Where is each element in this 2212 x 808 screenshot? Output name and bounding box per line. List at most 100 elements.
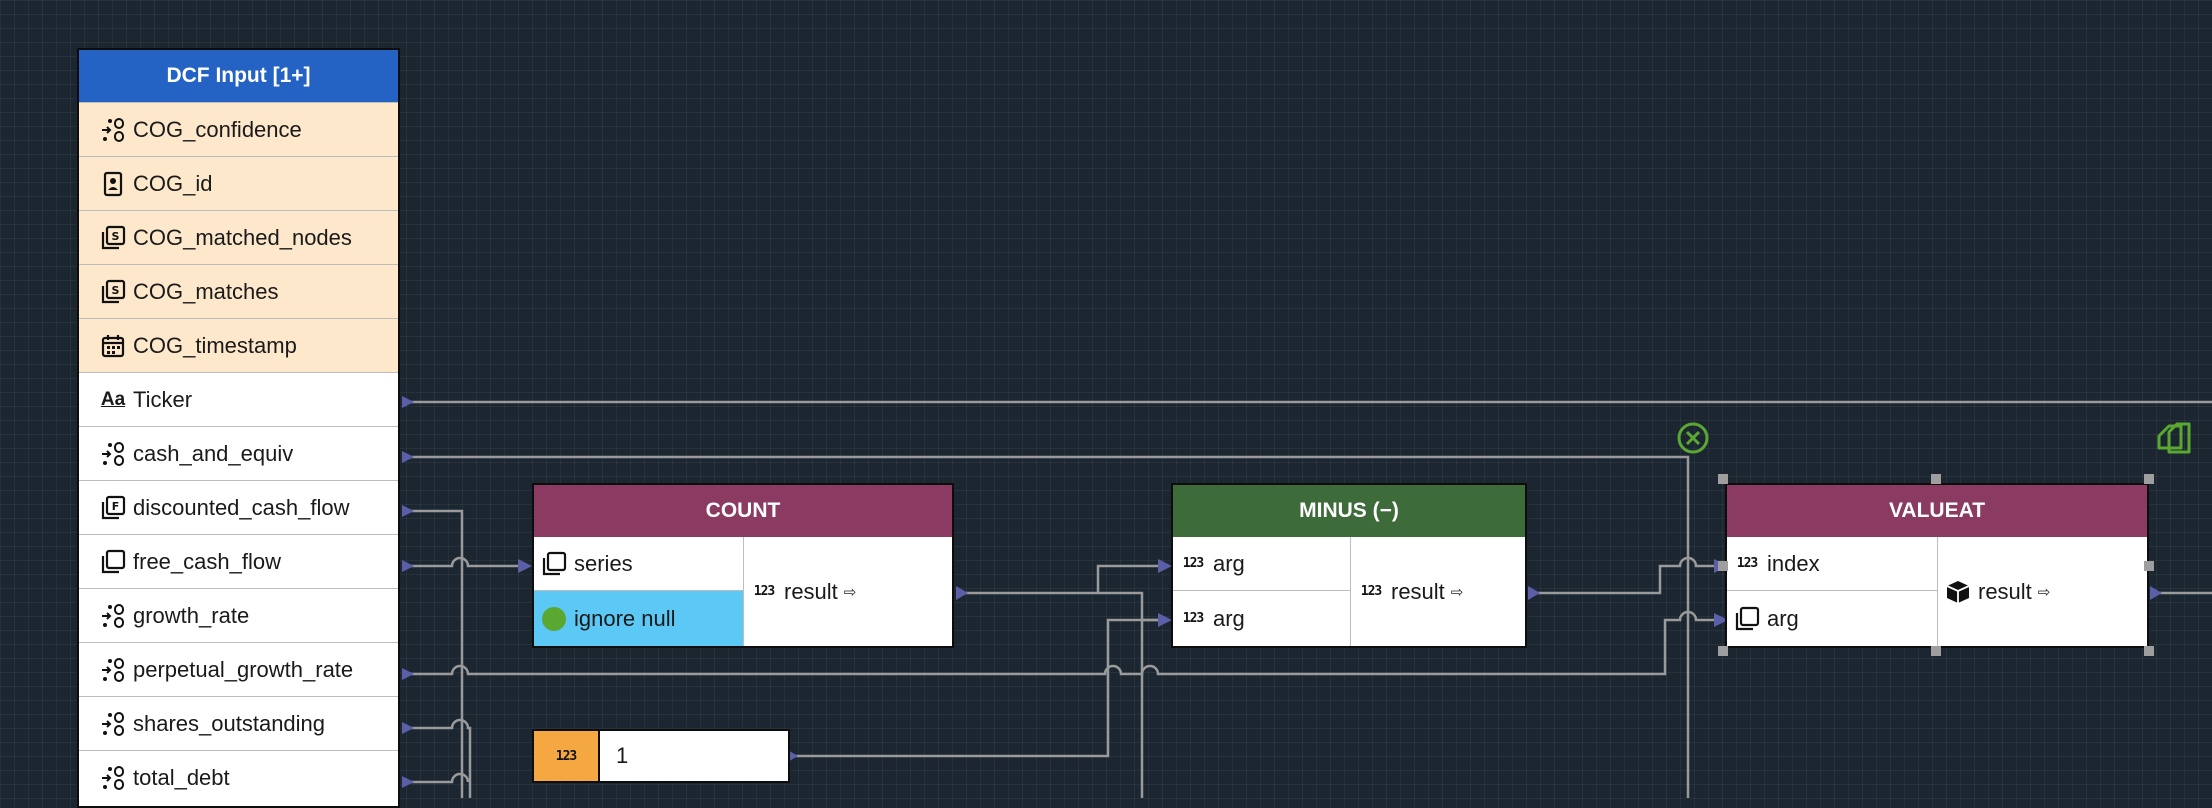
valueat-index-label: index xyxy=(1767,550,1820,576)
minus-result-port[interactable]: 123 result ⇨ xyxy=(1351,537,1525,646)
wire-minus-result xyxy=(1532,556,1720,595)
resize-handle[interactable] xyxy=(1718,474,1728,484)
count-result-label: result xyxy=(784,578,838,604)
id-card-icon xyxy=(99,170,127,198)
svg-text:S: S xyxy=(112,230,120,243)
minus-title: MINUS (−) xyxy=(1173,485,1525,537)
minus-arg1-label: arg xyxy=(1213,550,1245,576)
wire-discounted-cash-flow xyxy=(410,509,464,798)
input-field-label: free_cash_flow xyxy=(133,548,281,574)
input-field-row[interactable]: Aa Ticker xyxy=(79,372,398,426)
wire-free-cash-flow xyxy=(410,556,524,568)
valueat-result-label: result xyxy=(1978,578,2032,604)
valueat-arg-port[interactable]: arg xyxy=(1727,591,1937,646)
valueat-arg-label: arg xyxy=(1767,605,1799,631)
valueat-index-port[interactable]: 123 index xyxy=(1727,537,1937,591)
constant-value-input[interactable]: 1 xyxy=(616,743,629,768)
resize-handle[interactable] xyxy=(2144,474,2154,484)
toggle-on-icon xyxy=(540,605,568,633)
wire-constant xyxy=(792,618,1160,758)
input-field-label: COG_confidence xyxy=(133,116,302,142)
minus-node[interactable]: MINUS (−) 123 arg 123 arg 123 result ⇨ xyxy=(1171,483,1527,648)
wire-cash-and-equiv xyxy=(410,455,1690,798)
input-field-row[interactable]: S COG_matched_nodes xyxy=(79,210,398,264)
resize-handle[interactable] xyxy=(2144,646,2154,656)
output-arrow-icon: ⇨ xyxy=(843,583,857,601)
count-ignore-null-toggle[interactable]: ignore null xyxy=(534,591,743,646)
count-title: COUNT xyxy=(534,485,952,537)
copy-series-icon xyxy=(540,550,568,578)
wire-count-result-b xyxy=(1098,591,1160,622)
delete-node-icon[interactable] xyxy=(1676,421,1710,455)
input-field-label: COG_id xyxy=(133,170,213,196)
input-field-row[interactable]: shares_outstanding xyxy=(79,696,398,750)
count-series-label: series xyxy=(574,550,633,576)
count-ignore-null-label: ignore null xyxy=(574,605,676,631)
minus-arg1-port[interactable]: 123 arg xyxy=(1173,537,1350,591)
input-field-label: COG_matched_nodes xyxy=(133,224,352,250)
input-field-row[interactable]: growth_rate xyxy=(79,588,398,642)
number-type-icon: 123 xyxy=(1736,556,1758,571)
number-type-icon: 123 xyxy=(555,748,578,764)
constant-node[interactable]: 123 1 xyxy=(532,729,790,783)
resize-handle[interactable] xyxy=(1931,646,1941,656)
function-series-icon: F xyxy=(99,494,127,522)
input-field-label: discounted_cash_flow xyxy=(133,494,350,520)
input-field-label: Ticker xyxy=(133,386,193,412)
input-field-label: total_debt xyxy=(133,764,230,790)
resize-handle[interactable] xyxy=(1931,474,1941,484)
minus-result-label: result xyxy=(1391,578,1445,604)
svg-text:S: S xyxy=(112,284,120,297)
input-field-label: cash_and_equiv xyxy=(133,440,294,466)
number-type-icon: 123 xyxy=(753,584,775,599)
number-format-icon xyxy=(99,440,127,468)
copy-series-icon xyxy=(99,548,127,576)
constant-type-badge: 123 xyxy=(534,731,600,781)
number-type-icon: 123 xyxy=(1182,556,1204,571)
resize-handle[interactable] xyxy=(1718,646,1728,656)
input-field-label: perpetual_growth_rate xyxy=(133,656,354,682)
series-icon: S xyxy=(99,224,127,252)
number-format-icon xyxy=(99,710,127,738)
resize-handle[interactable] xyxy=(1718,561,1728,571)
number-format-icon xyxy=(99,602,127,630)
text-icon: Aa xyxy=(100,388,126,410)
count-series-port[interactable]: series xyxy=(534,537,743,591)
input-field-label: growth_rate xyxy=(133,602,250,628)
input-field-row[interactable]: perpetual_growth_rate xyxy=(79,642,398,696)
input-field-label: COG_timestamp xyxy=(133,332,297,358)
svg-text:F: F xyxy=(112,500,120,513)
number-format-icon xyxy=(99,116,127,144)
input-field-row[interactable]: total_debt xyxy=(79,750,398,804)
dcf-input-title: DCF Input [1+] xyxy=(79,50,398,102)
count-result-port[interactable]: 123 result ⇨ xyxy=(744,537,952,646)
input-field-row[interactable]: COG_id xyxy=(79,156,398,210)
cube-icon xyxy=(1944,578,1972,606)
input-field-label: shares_outstanding xyxy=(133,710,326,736)
count-node[interactable]: COUNT series ignore null 123 result ⇨ xyxy=(532,483,954,648)
valueat-node[interactable]: VALUEAT 123 index arg result ⇨ xyxy=(1725,483,2149,648)
wire-count-result xyxy=(962,564,1160,595)
input-field-row[interactable]: COG_timestamp xyxy=(79,318,398,372)
number-type-icon: 123 xyxy=(1360,584,1382,599)
copy-series-icon xyxy=(1733,605,1761,633)
input-field-row[interactable]: free_cash_flow xyxy=(79,534,398,588)
resize-handle[interactable] xyxy=(2144,561,2154,571)
series-icon: S xyxy=(99,278,127,306)
output-arrow-icon: ⇨ xyxy=(2037,583,2051,601)
duplicate-node-icon[interactable] xyxy=(2155,418,2193,456)
input-field-row[interactable]: COG_confidence xyxy=(79,102,398,156)
minus-arg2-port[interactable]: 123 arg xyxy=(1173,591,1350,646)
wire-total-debt xyxy=(410,772,470,784)
output-arrow-icon: ⇨ xyxy=(1450,583,1464,601)
calendar-icon xyxy=(99,332,127,360)
minus-arg2-label: arg xyxy=(1213,605,1245,631)
input-field-row[interactable]: cash_and_equiv xyxy=(79,426,398,480)
valueat-result-port[interactable]: result ⇨ xyxy=(1938,537,2147,646)
wire-shares-outstanding xyxy=(410,718,472,798)
